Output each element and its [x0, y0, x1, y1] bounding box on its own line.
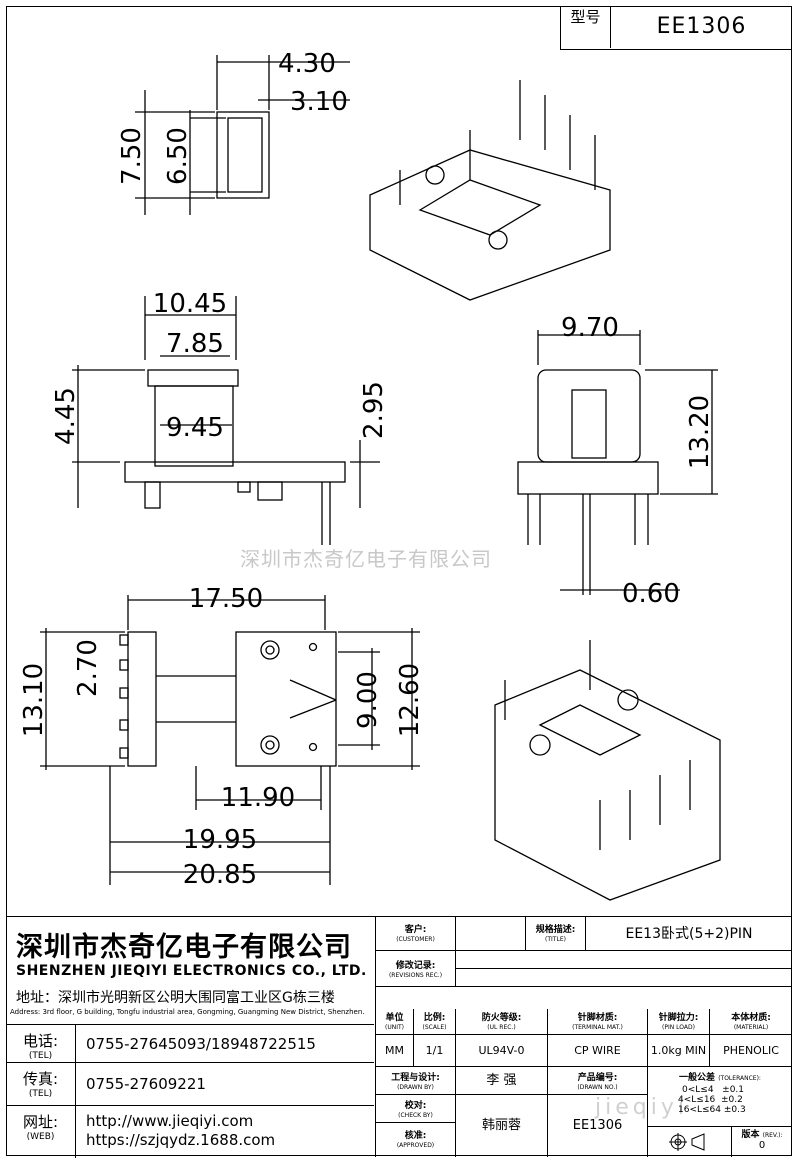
company-name-cn: 深圳市杰奇亿电子有限公司	[16, 932, 352, 963]
drawn-label: 工程与设计:(DRAWN BY)	[376, 1067, 456, 1095]
fax-row: 传真:(TEL) 0755-27609221	[6, 1062, 374, 1106]
check-label: 校对:(CHECK BY)	[376, 1095, 456, 1123]
dim-d: 6.50	[163, 127, 193, 185]
store-link[interactable]: https://szjqydz.1688.com	[86, 1131, 276, 1149]
technical-drawing: 4.30 3.10 7.50 6.50 10.45 7.85 4.45 9.45…	[19, 49, 721, 901]
pin-load-label: 针脚拉力:(PIN LOAD)	[648, 1009, 710, 1035]
isometric-view-bottom	[494, 640, 721, 901]
isometric-view-top	[369, 80, 611, 301]
approved-value: 韩丽蓉	[456, 1095, 548, 1157]
ul-label: 防火等级:(UL REC.)	[456, 1009, 548, 1035]
dim-h: 9.45	[166, 413, 224, 443]
dim-l: 0.60	[622, 579, 680, 609]
drawn-value: 李 强	[456, 1067, 548, 1095]
rev-value: 0	[758, 1140, 766, 1151]
dim-a: 4.30	[278, 49, 336, 79]
dim-n: 2.70	[73, 639, 103, 697]
watermark-site: jieqiyi	[595, 1095, 688, 1120]
end-view	[135, 55, 350, 215]
projection-icon	[669, 1133, 705, 1151]
pin-mat-value: CP WIRE	[548, 1035, 648, 1067]
address: 地址：深圳市光明新区公明大围同富工业区G栋三楼	[16, 990, 335, 1006]
product-no-value: EE1306	[548, 1095, 648, 1157]
website-link[interactable]: http://www.jieqiyi.com	[86, 1112, 254, 1130]
bottom-view	[40, 595, 420, 885]
unit-label: 单位(UNIT)	[376, 1009, 414, 1035]
dim-m: 13.10	[19, 663, 49, 737]
customer-value	[456, 917, 526, 951]
tel-row: 电话:(TEL) 0755-27645093/18948722515	[6, 1024, 374, 1063]
dim-o: 17.50	[189, 584, 263, 614]
dim-p: 9.00	[353, 671, 383, 729]
tolerance-panel: 一般公差 (TOLERANCE): 0<L≤4 ±0.1 4<L≤16 ±0.2…	[648, 1067, 792, 1127]
dim-i: 2.95	[359, 381, 389, 439]
dim-s: 19.95	[183, 825, 257, 855]
tel-value: 0755-27645093/18948722515	[86, 1035, 316, 1053]
material-label: 本体材质:(MATERIAL)	[710, 1009, 792, 1035]
revisions-label: 修改记录:(REVISIONS REC.)	[376, 951, 456, 987]
material-value: PHENOLIC	[710, 1035, 792, 1067]
dim-q: 12.60	[395, 663, 425, 737]
dim-r: 20.85	[183, 860, 257, 890]
pin-mat-label: 针脚材质:(TERMINAL MAT.)	[548, 1009, 648, 1035]
model-label: 型号	[561, 6, 611, 48]
model-number: EE1306	[656, 14, 747, 39]
projection-symbol	[648, 1127, 732, 1157]
approved-label: 核准:(APPROVED)	[376, 1123, 456, 1157]
front-view	[72, 296, 380, 545]
scale-value: 1/1	[414, 1035, 456, 1067]
revisions-row-1	[456, 951, 792, 969]
customer-label: 客户:(CUSTOMER)	[376, 917, 456, 951]
side-view	[517, 330, 718, 595]
scale-label: 比例:(SCALE)	[414, 1009, 456, 1035]
dim-t: 11.90	[221, 783, 295, 813]
rev-panel: 版本 (REV.): 0	[732, 1127, 792, 1157]
fax-value: 0755-27609221	[86, 1075, 206, 1093]
drawing-frame	[6, 6, 792, 1156]
dim-g: 4.45	[51, 387, 81, 445]
product-title: EE13卧式(5+2)PIN	[586, 917, 792, 951]
product-no-label: 产品编号:(DRAWN NO.)	[548, 1067, 648, 1095]
model-box: 型号 EE1306	[560, 6, 792, 50]
dim-b: 3.10	[290, 87, 348, 117]
dim-f: 10.45	[153, 289, 227, 319]
pin-load-value: 1.0kg MIN	[648, 1035, 710, 1067]
title-block: 深圳市杰奇亿电子有限公司 SHENZHEN JIEQIYI ELECTRONIC…	[6, 916, 792, 1158]
company-name-en: SHENZHEN JIEQIYI ELECTRONICS CO., LTD.	[16, 963, 367, 979]
dim-e: 7.85	[166, 329, 224, 359]
dim-k: 13.20	[685, 395, 715, 469]
title-label: 规格描述:(TITLE)	[526, 917, 586, 951]
unit-value: MM	[376, 1035, 414, 1067]
dim-c: 7.50	[117, 127, 147, 185]
revisions-row-2	[456, 969, 792, 987]
web-row: 网址:(WEB) http://www.jieqiyi.com https://…	[6, 1105, 374, 1158]
address-en: Address: 3rd floor, G building, Tongfu i…	[10, 1008, 365, 1016]
watermark-text: 深圳市杰奇亿电子有限公司	[240, 547, 492, 571]
ul-value: UL94V-0	[456, 1035, 548, 1067]
company-panel: 深圳市杰奇亿电子有限公司 SHENZHEN JIEQIYI ELECTRONIC…	[6, 917, 376, 1158]
dim-j: 9.70	[561, 313, 619, 343]
